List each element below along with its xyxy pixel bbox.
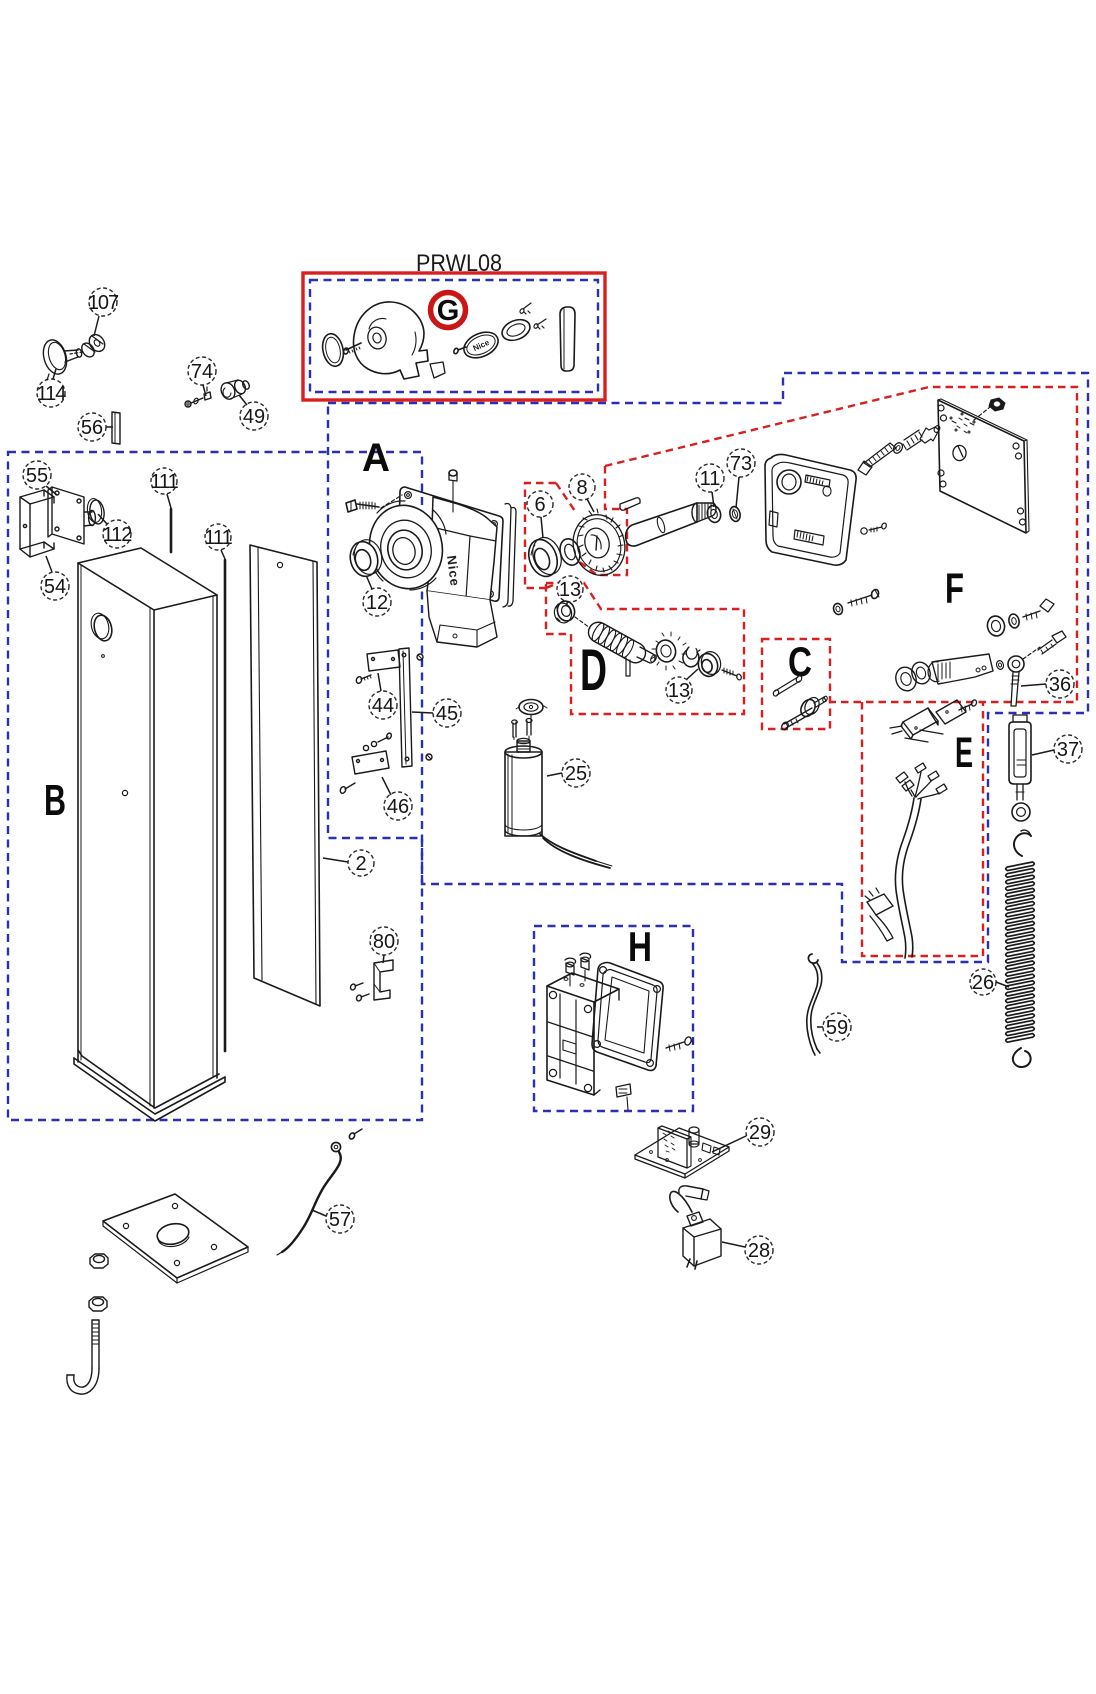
svg-text:59: 59 bbox=[826, 1017, 848, 1039]
svg-text:D: D bbox=[580, 638, 607, 703]
svg-text:11: 11 bbox=[700, 468, 721, 490]
svg-text:44: 44 bbox=[372, 695, 394, 717]
svg-text:26: 26 bbox=[972, 972, 994, 994]
svg-text:56: 56 bbox=[81, 417, 103, 439]
svg-text:2: 2 bbox=[355, 853, 366, 875]
svg-text:G: G bbox=[437, 295, 460, 327]
svg-text:111: 111 bbox=[150, 471, 178, 493]
svg-text:114: 114 bbox=[37, 383, 67, 405]
svg-text:45: 45 bbox=[436, 703, 458, 725]
svg-text:80: 80 bbox=[373, 931, 395, 953]
svg-text:8: 8 bbox=[576, 477, 587, 499]
svg-text:57: 57 bbox=[329, 1209, 351, 1231]
svg-text:F: F bbox=[945, 565, 964, 613]
svg-text:29: 29 bbox=[749, 1122, 771, 1144]
svg-text:B: B bbox=[44, 776, 66, 825]
svg-text:107: 107 bbox=[88, 292, 119, 314]
svg-text:C: C bbox=[788, 638, 812, 685]
svg-text:6: 6 bbox=[534, 494, 545, 516]
svg-text:73: 73 bbox=[730, 453, 752, 475]
svg-text:74: 74 bbox=[191, 361, 213, 383]
svg-text:12: 12 bbox=[366, 592, 388, 614]
svg-text:13: 13 bbox=[559, 579, 581, 601]
svg-text:112: 112 bbox=[103, 524, 133, 546]
svg-text:46: 46 bbox=[387, 796, 409, 818]
svg-text:49: 49 bbox=[243, 406, 265, 428]
svg-text:36: 36 bbox=[1049, 674, 1071, 696]
svg-text:E: E bbox=[955, 729, 973, 777]
svg-text:111: 111 bbox=[204, 527, 232, 549]
svg-text:Nice: Nice bbox=[444, 555, 463, 588]
svg-text:37: 37 bbox=[1057, 739, 1079, 761]
svg-text:A: A bbox=[362, 436, 390, 480]
svg-text:H: H bbox=[628, 923, 652, 970]
svg-text:25: 25 bbox=[565, 763, 587, 785]
svg-text:13: 13 bbox=[668, 680, 690, 702]
svg-text:28: 28 bbox=[748, 1240, 770, 1262]
svg-text:54: 54 bbox=[44, 576, 66, 598]
svg-text:PRWL08: PRWL08 bbox=[416, 250, 502, 277]
svg-text:55: 55 bbox=[26, 465, 48, 487]
